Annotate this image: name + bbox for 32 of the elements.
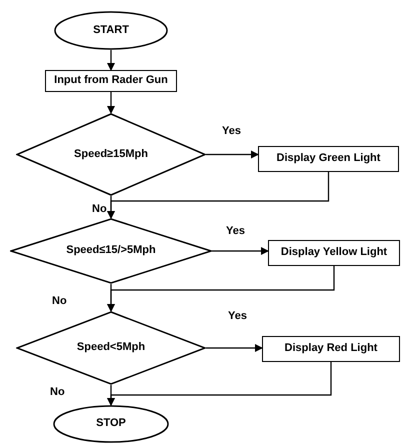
- decision-diamond: [10, 218, 212, 284]
- edge-label: No: [52, 296, 67, 307]
- process-box: [258, 146, 399, 172]
- process-box: [268, 240, 400, 266]
- arrow: [107, 172, 330, 219]
- node-label: Display Green Light: [276, 152, 380, 166]
- arrow: [206, 344, 263, 352]
- arrow: [206, 150, 259, 158]
- node-label: Display Red Light: [284, 342, 378, 356]
- edge-label: No: [92, 204, 107, 215]
- node-label: Speed<5Mph: [76, 341, 146, 355]
- node-label: Speed≥15Mph: [74, 148, 148, 162]
- arrow: [212, 247, 269, 255]
- decision-diamond: [16, 113, 206, 196]
- arrow: [107, 362, 332, 406]
- node-label: STOP: [96, 417, 126, 431]
- node-label: START: [93, 24, 129, 38]
- terminal-ellipse: [53, 405, 169, 443]
- decision-diamond: [16, 311, 206, 385]
- node-label: Display Yellow Light: [280, 246, 388, 260]
- node-label: Speed≤15/>5Mph: [66, 244, 156, 258]
- terminal-ellipse: [54, 11, 168, 50]
- arrow: [107, 92, 115, 114]
- edge-label: No: [50, 387, 65, 398]
- arrow: [107, 266, 335, 312]
- node-label: Input from Rader Gun: [54, 74, 168, 88]
- process-box: [262, 336, 400, 362]
- process-box: [45, 70, 177, 92]
- edge-label: Yes: [222, 126, 241, 137]
- arrow: [107, 50, 115, 71]
- edge-label: Yes: [226, 226, 245, 237]
- edge-label: Yes: [228, 311, 247, 322]
